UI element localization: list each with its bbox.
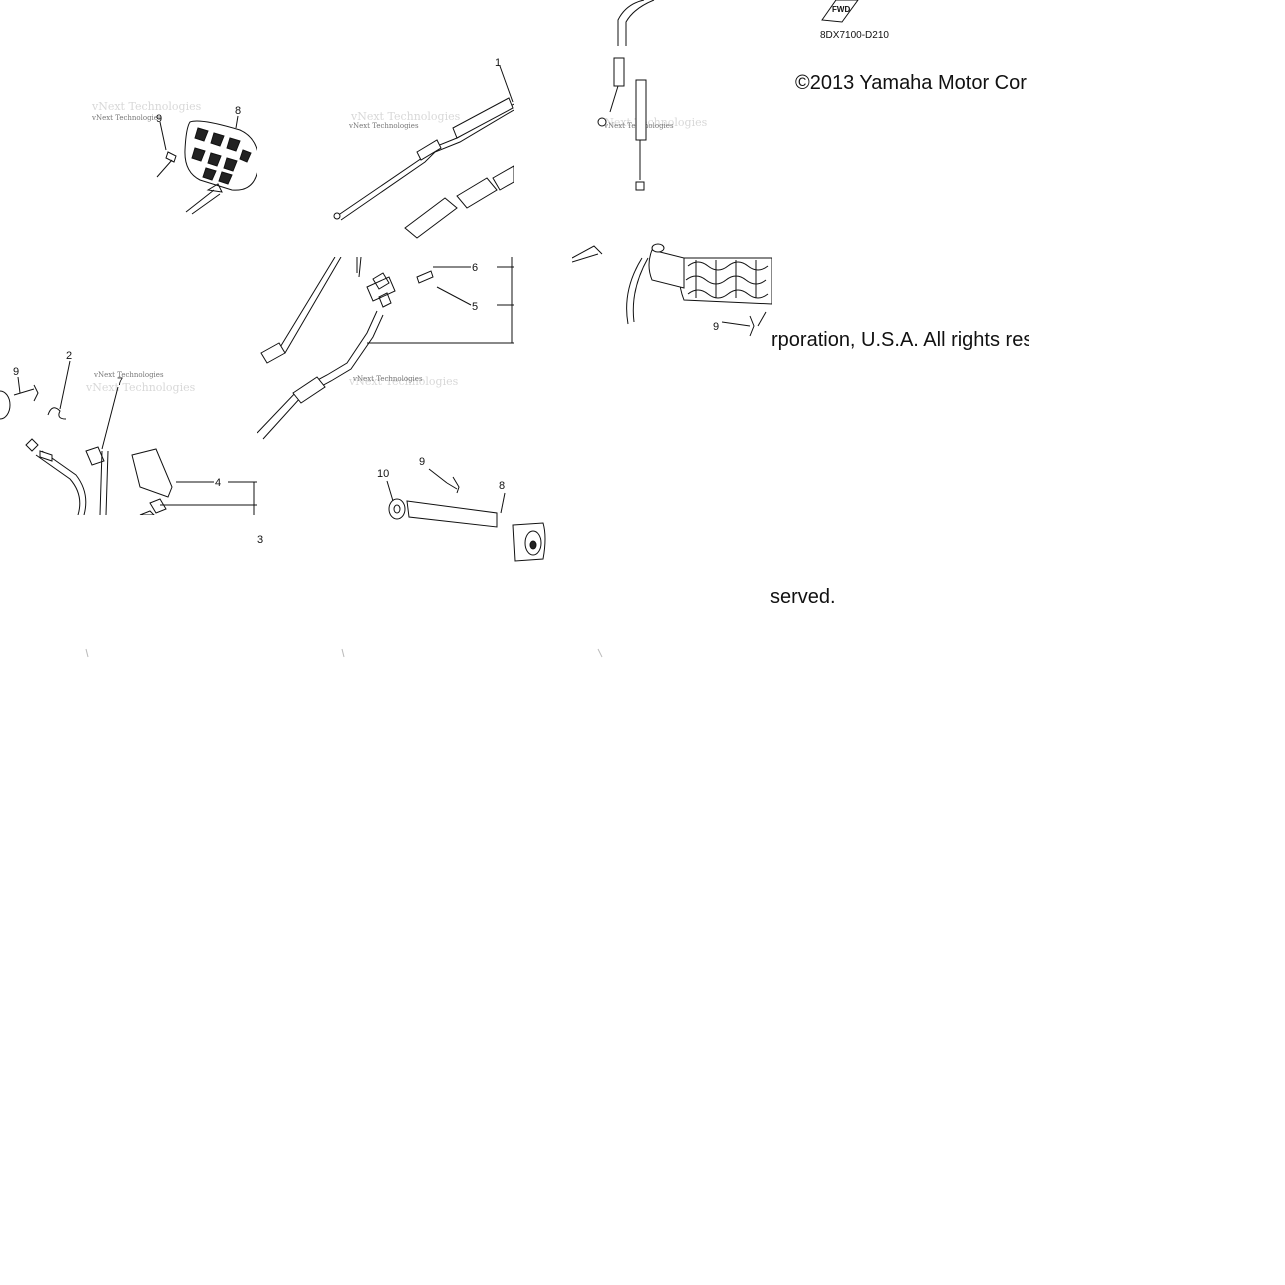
cable-adjuster: [613, 57, 625, 87]
leader-line: [436, 286, 472, 306]
callout-7: 7: [117, 376, 123, 388]
bracket-fragment: [572, 245, 603, 263]
grip-right-drawing: 9: [572, 243, 772, 337]
bolt: [25, 438, 39, 452]
leader-line: [101, 386, 119, 450]
switch-block: [85, 446, 105, 466]
screw: [721, 315, 755, 337]
watermark-ghost: vNext Technologies: [85, 381, 196, 394]
cable-adjuster: [39, 450, 53, 462]
callout-9: 9: [713, 321, 719, 333]
throttle-tube: [406, 500, 498, 528]
cable-end: [185, 183, 223, 215]
callout-3: 3: [257, 534, 263, 546]
grip-end: [651, 243, 665, 253]
collar-hole: [393, 504, 401, 514]
callout-2: 2: [66, 350, 72, 362]
leader-line: [500, 492, 506, 514]
cable-nipple: [635, 181, 645, 191]
grip-body: [678, 257, 772, 305]
callout-8: 8: [499, 480, 505, 492]
fwd-arrow-block: FWD 8DX7100-D210: [820, 0, 889, 41]
screw: [13, 384, 39, 402]
cable-housing: [635, 79, 647, 141]
tile-grip-left: vNext Technologies vNext Technologies 8 …: [0, 0, 257, 257]
cable-sleeve: [260, 342, 286, 364]
part-code: 8DX7100-D210: [820, 30, 889, 41]
callout-9: 9: [419, 456, 425, 468]
cable-main: [257, 310, 384, 440]
grip-pattern: [191, 127, 252, 185]
watermark: vNext Technologies: [93, 371, 164, 379]
callout-4: 4: [215, 477, 221, 489]
watermark: vNext Technologies: [91, 114, 162, 122]
callout-6: 6: [472, 262, 478, 274]
cable-left-run: [278, 257, 362, 354]
grip-end: [0, 390, 11, 420]
screw: [156, 151, 177, 178]
callout-9: 9: [156, 113, 162, 125]
cable-right: [626, 257, 649, 325]
callout-8: 8: [235, 105, 241, 117]
callout-9: 9: [13, 366, 19, 378]
leader-line: [17, 376, 21, 394]
adjuster-drawing: 6 5 vNext Technologies vNext Technologie…: [257, 257, 514, 440]
tile-lever-cable: vNext Technologies vNext Technologies 2 …: [0, 345, 257, 515]
tile-throttle-cable: vNext Technologies vNext Technologies 1: [257, 0, 514, 257]
leader-line: [386, 480, 394, 502]
stray-mark: [85, 648, 89, 658]
callout-1: 1: [495, 57, 501, 69]
locknut: [416, 270, 434, 284]
tile-throttle-housing: 3 10 9 8: [257, 447, 557, 577]
copyright-fragment-1: ©2013 Yamaha Motor Cor: [795, 72, 1027, 94]
watermark-ghost: vNext Technologies: [597, 116, 708, 129]
stray-mark: [597, 648, 603, 658]
grip-sleeve: [648, 249, 685, 289]
leader-line: [428, 468, 448, 484]
cable-nipple: [597, 117, 607, 127]
watermark-ghost: vNext Technologies: [91, 100, 202, 113]
leader-line: [159, 121, 167, 151]
tile-grip-right: 9: [572, 240, 772, 390]
fwd-arrow-icon: [821, 0, 859, 23]
cable-housing: [416, 97, 514, 161]
bracket-washer: [139, 498, 167, 515]
throttle-housing-drawing: 3 10 9 8: [257, 456, 546, 562]
grip-pattern: [685, 260, 769, 299]
lever-cable-drawing: vNext Technologies vNext Technologies 2 …: [0, 350, 257, 515]
callout-10: 10: [377, 468, 389, 480]
cable-top: [617, 0, 655, 46]
adjuster-sleeve: [404, 165, 514, 239]
fwd-label: FWD: [832, 5, 850, 14]
stray-mark: [341, 648, 345, 658]
lever-bracket: [131, 448, 173, 498]
clip: [47, 407, 67, 420]
cable-tip: [333, 212, 341, 220]
tile-clutch-cable: vNext Technologies vNext Technologies: [514, 0, 771, 257]
screw: [446, 476, 460, 494]
copyright-fragment-3: served.: [770, 586, 836, 608]
watermark: vNext Technologies: [348, 122, 419, 130]
cable-housing: [292, 376, 326, 404]
leader-line: [59, 360, 71, 410]
stray-marks: [85, 648, 603, 658]
leader-line: [757, 311, 767, 327]
cable-wire: [609, 85, 619, 113]
clutch-cable-drawing: vNext Technologies vNext Technologies: [597, 0, 708, 191]
callout-5: 5: [472, 301, 478, 313]
cable-line: [35, 450, 87, 515]
copyright-fragment-2: rporation, U.S.A. All rights res: [771, 329, 1029, 351]
leader-line: [499, 65, 514, 103]
tile-adjuster-band: 6 5 vNext Technologies vNext Technologie…: [257, 257, 514, 447]
watermark: vNext Technologies: [352, 375, 423, 383]
throttle-cable-drawing: vNext Technologies vNext Technologies 1: [333, 57, 514, 239]
watermark-ghost: vNext Technologies: [348, 375, 459, 388]
grip-left-drawing: vNext Technologies vNext Technologies 8 …: [91, 100, 257, 215]
wire-harness: [99, 450, 109, 515]
leader-line: [235, 115, 239, 129]
watermark-ghost: vNext Technologies: [350, 110, 461, 123]
grip-cap-hole: [529, 540, 537, 550]
adjuster-bolt: [366, 272, 396, 308]
